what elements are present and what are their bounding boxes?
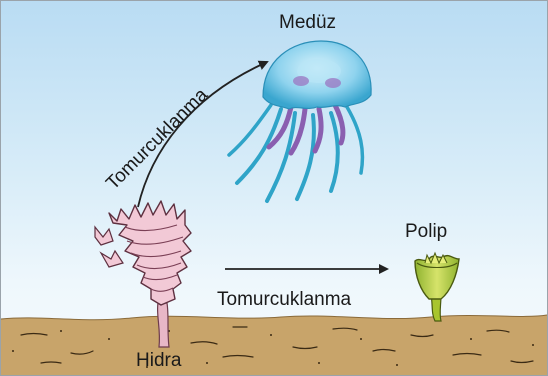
polyp-icon (415, 253, 459, 321)
budding-to-polyp-label: Tomurcuklanma (217, 290, 351, 309)
polyp-label: Polip (405, 222, 447, 241)
hydra-label: Hidra (136, 351, 181, 370)
medusa-icon (229, 41, 371, 201)
seafloor (1, 315, 547, 375)
medusa-label: Medüz (279, 13, 336, 32)
